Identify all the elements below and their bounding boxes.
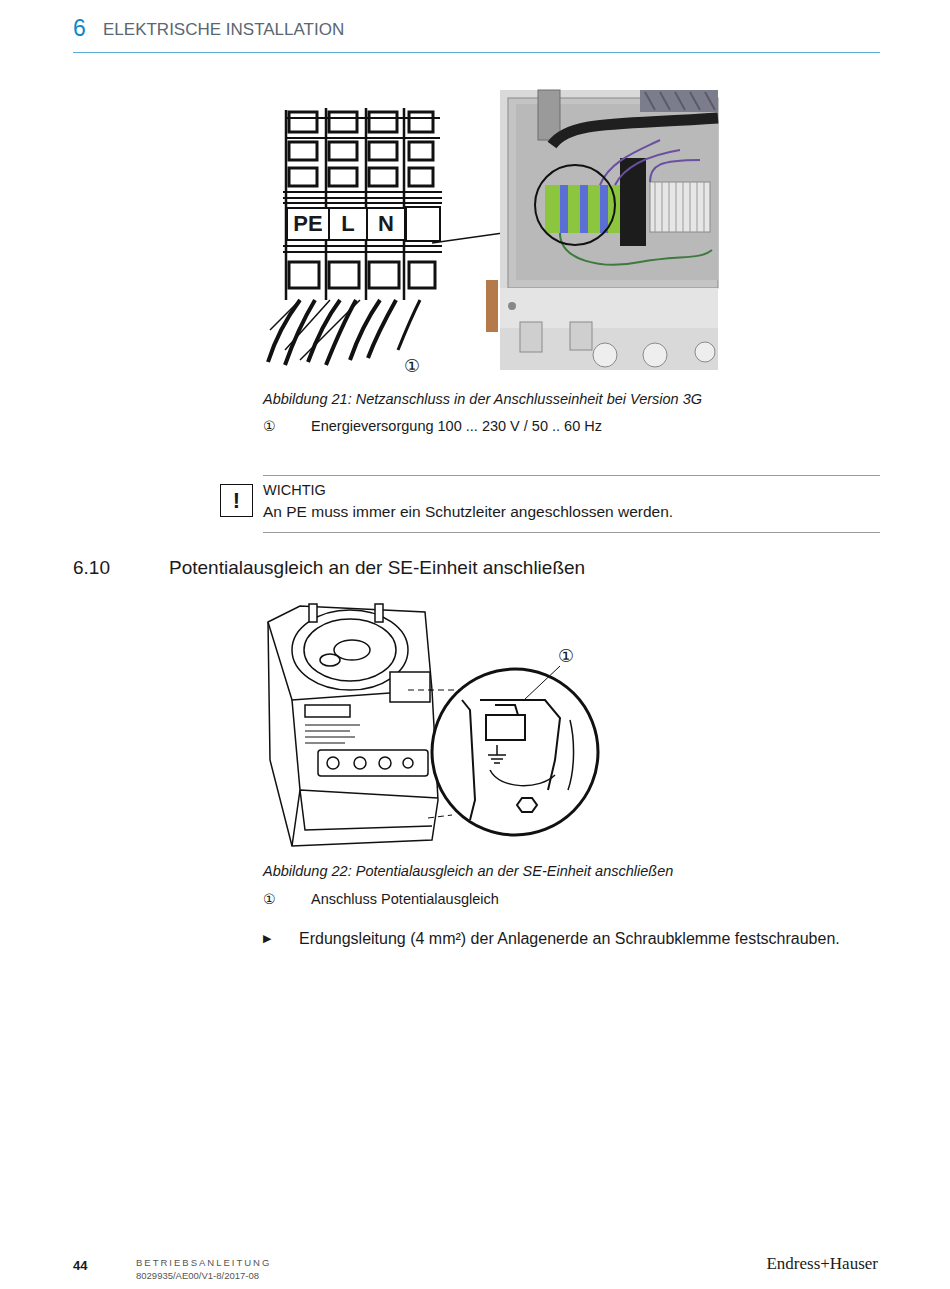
callout-number: ①: [263, 418, 276, 435]
callout-number: ①: [263, 891, 276, 908]
figure-caption: Abbildung 22: Potentialausgleich an der …: [263, 863, 673, 880]
terminal-label: N: [366, 207, 406, 241]
brand-name: Endress+Hauser: [766, 1254, 878, 1274]
section-title: Potentialausgleich an der SE-Einheit ans…: [169, 557, 585, 580]
warning-icon: !: [220, 484, 253, 517]
chapter-number: 6: [73, 15, 86, 43]
note-heading: WICHTIG: [263, 482, 326, 499]
node-text: N: [378, 213, 394, 235]
bullet-marker: ▶: [263, 932, 271, 945]
node-text: L: [341, 213, 354, 235]
chapter-title: ELEKTRISCHE INSTALLATION: [103, 20, 344, 40]
page-number: 44: [73, 1258, 87, 1274]
terminal-label: PE: [286, 207, 330, 241]
note-rule: [263, 532, 880, 533]
leader-line: [524, 666, 560, 700]
note-text: An PE muss immer ein Schutzleiter angesc…: [263, 503, 673, 522]
note-rule: [263, 475, 880, 476]
figure-caption: Abbildung 21: Netzanschluss in der Ansch…: [263, 391, 702, 408]
terminal-label: L: [328, 207, 368, 241]
document-id: 8029935/AE00/V1-8/2017-08: [136, 1270, 259, 1281]
legend-text: Anschluss Potentialausgleich: [311, 891, 499, 908]
node-text: !: [233, 490, 240, 512]
legend-text: Energieversorgung 100 ... 230 V / 50 .. …: [311, 418, 602, 435]
zoom-detail: [432, 669, 598, 835]
enclosure-photo: [486, 90, 718, 370]
node-text: PE: [293, 213, 322, 235]
section-number: 6.10: [73, 557, 110, 580]
header-rule: [73, 52, 880, 53]
terminal-zoom: [268, 108, 442, 365]
document-type: BETRIEBSANLEITUNG: [136, 1257, 271, 1268]
callout-number: ①: [404, 356, 420, 378]
se-unit-drawing: [268, 604, 438, 846]
callout-number: ①: [558, 646, 574, 668]
instruction-text: Erdungsleitung (4 mm²) der Anlagenerde a…: [299, 929, 840, 948]
